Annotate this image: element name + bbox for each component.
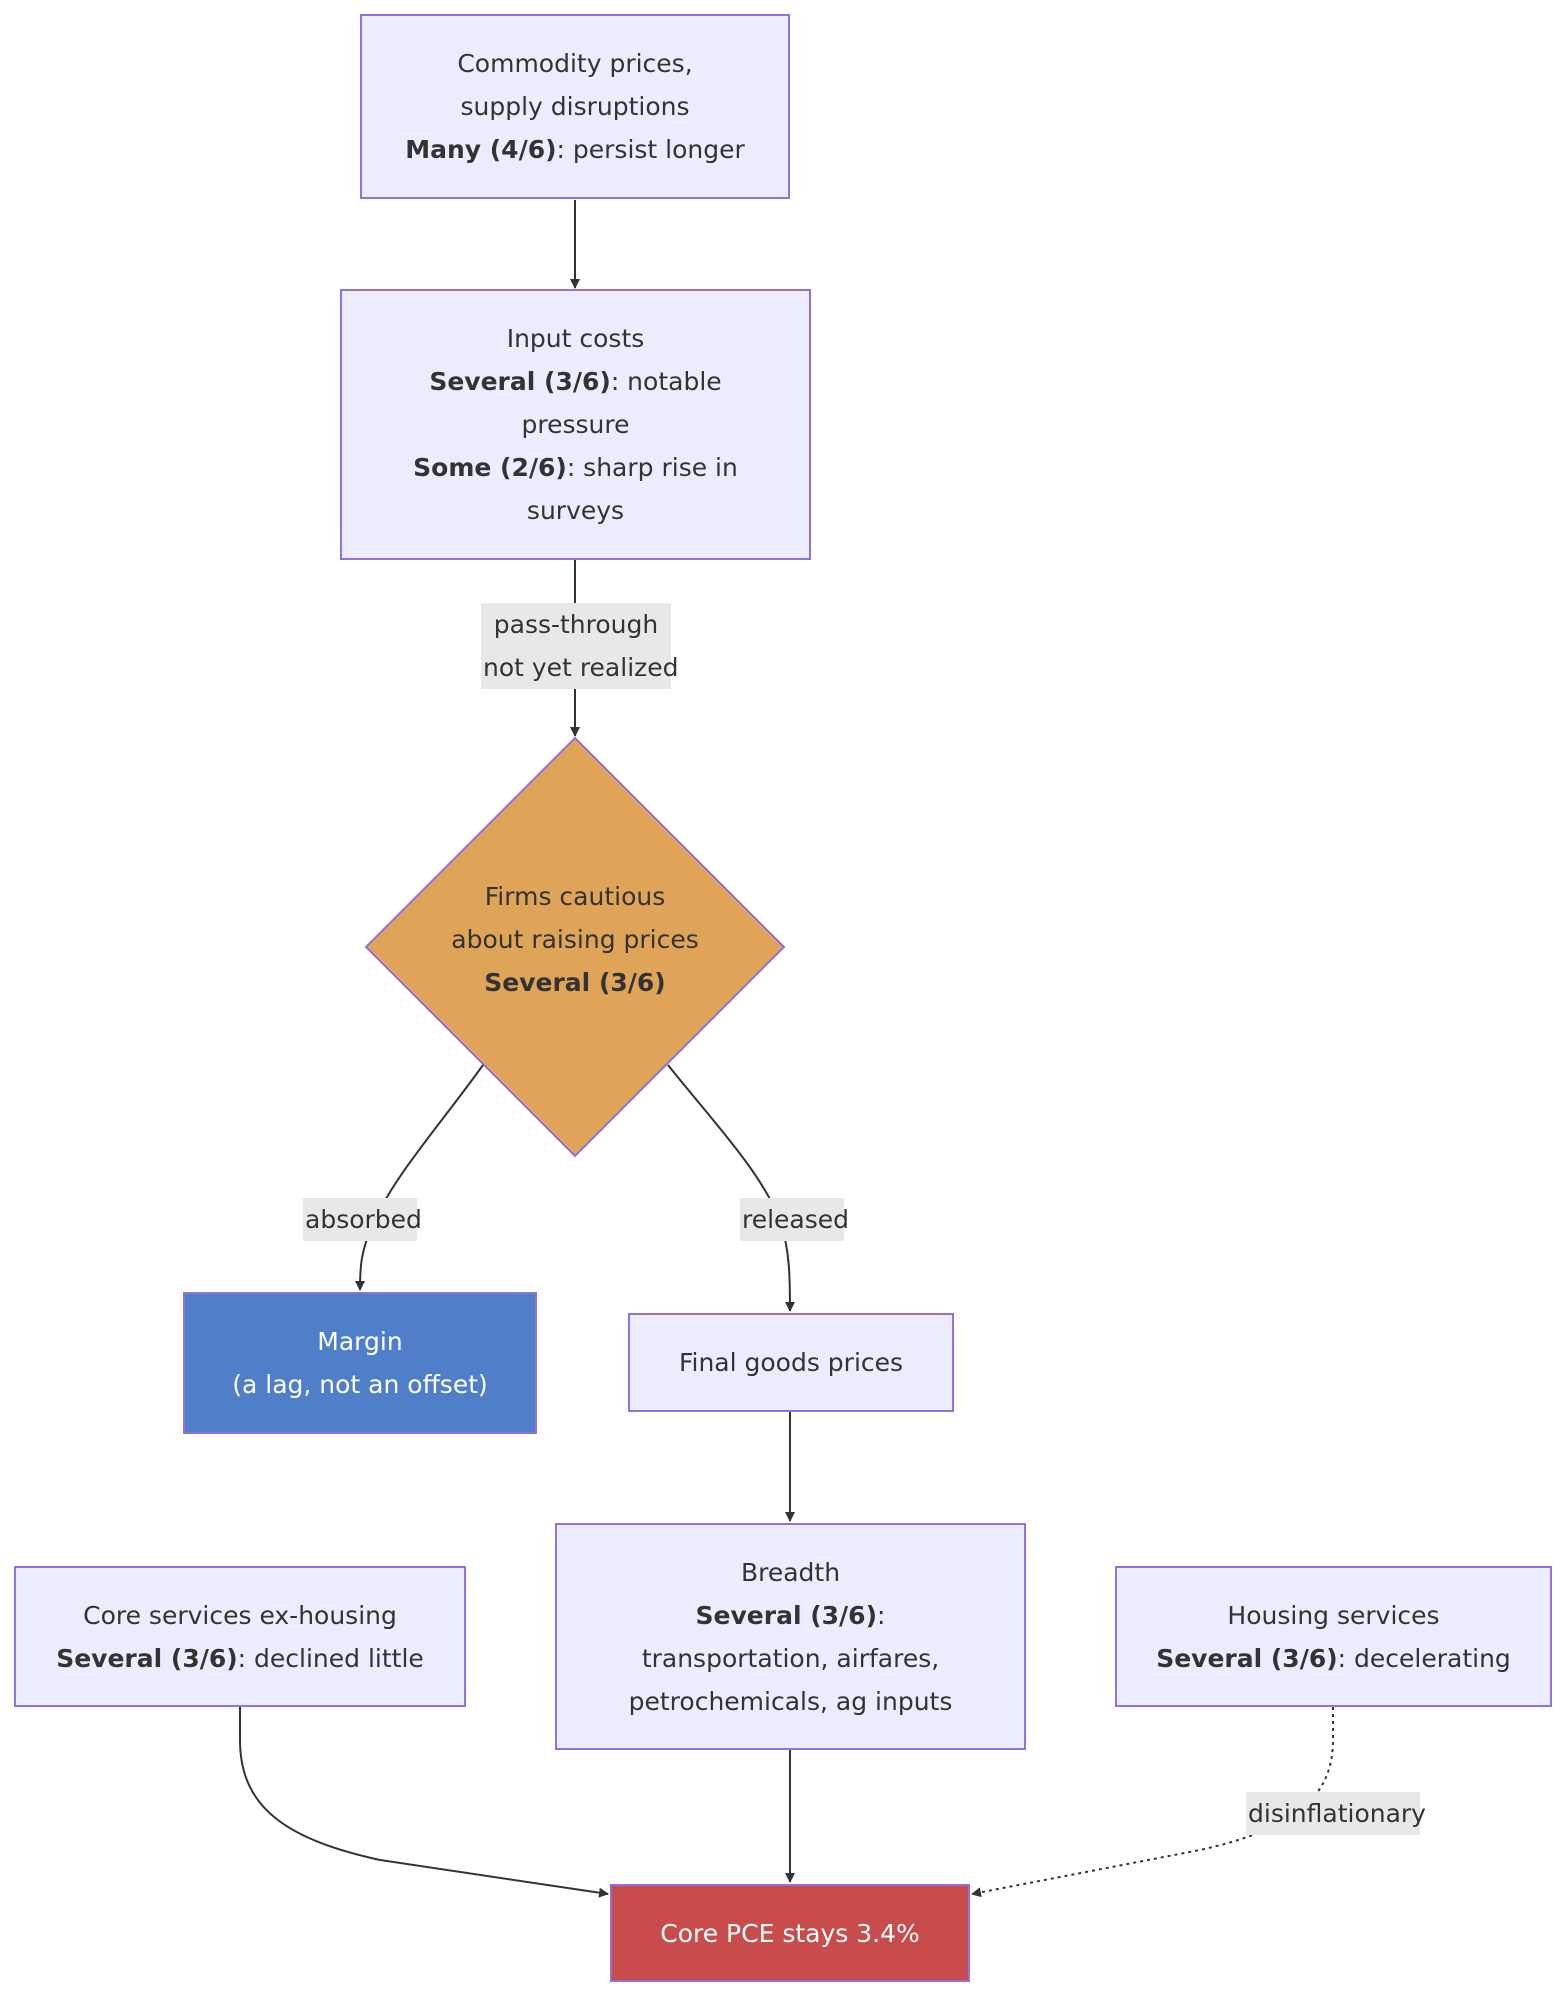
- housing-bold: Several (3/6): [1156, 1643, 1338, 1673]
- absorbed-text: absorbed: [305, 1205, 422, 1234]
- margin-line2: (a lag, not an offset): [232, 1370, 488, 1399]
- decision-diamond: [364, 736, 786, 1158]
- node-commodity-prices: Commodity prices, supply disruptions Man…: [360, 14, 790, 199]
- node-breadth: Breadth Several (3/6): transportation, a…: [555, 1523, 1026, 1750]
- final-goods-line1: Final goods prices: [678, 1348, 904, 1377]
- firms-line2: about raising prices: [451, 925, 699, 954]
- input-line4: Some (2/6): sharp rise in: [413, 446, 738, 489]
- node-final-goods-prices: Final goods prices: [628, 1313, 954, 1412]
- input-line5: surveys: [526, 496, 625, 525]
- edge-core-services-to-core-pce: [239, 1707, 609, 1898]
- breadth-line4: petrochemicals, ag inputs: [628, 1686, 953, 1716]
- input-line3: pressure: [521, 410, 630, 439]
- pass-through-line2: not yet realized: [483, 653, 679, 682]
- input-bold-1: Several (3/6): [429, 367, 611, 396]
- edge-firms-to-margin: [355, 1064, 484, 1291]
- core-services-bold: Several (3/6): [56, 1643, 238, 1673]
- edge-label-absorbed: absorbed: [303, 1198, 422, 1241]
- node-input-costs: Input costs Several (3/6): notable press…: [340, 289, 811, 560]
- commodity-line2: supply disruptions: [460, 92, 690, 121]
- edge-firms-to-final-goods: [667, 1064, 795, 1312]
- disinflationary-text: disinflationary: [1248, 1799, 1426, 1828]
- breadth-line2: Several (3/6):: [696, 1594, 886, 1637]
- breadth-line1: Breadth: [740, 1557, 841, 1587]
- input-bold-2: Some (2/6): [413, 453, 567, 482]
- housing-line2: Several (3/6): decelerating: [1156, 1637, 1511, 1680]
- edge-label-pass-through: pass-through not yet realized: [481, 603, 679, 689]
- core-pce-line1: Core PCE stays 3.4%: [660, 1918, 920, 1948]
- housing-line1: Housing services: [1227, 1600, 1440, 1630]
- housing-rest: : decelerating: [1337, 1643, 1511, 1673]
- core-services-line1: Core services ex-housing: [83, 1600, 397, 1630]
- commodity-line1: Commodity prices,: [457, 49, 693, 78]
- firms-line1: Firms cautious: [484, 882, 666, 911]
- node-core-pce: Core PCE stays 3.4%: [610, 1884, 970, 1982]
- commodity-line3: Many (4/6): persist longer: [405, 128, 745, 171]
- pass-through-line1: pass-through: [493, 610, 659, 639]
- breadth-bold: Several (3/6): [695, 1600, 878, 1630]
- commodity-bold: Many (4/6): [405, 135, 557, 164]
- edge-label-disinflationary: disinflationary: [1246, 1792, 1426, 1835]
- edge-label-released: released: [740, 1198, 849, 1241]
- input-rest-2: : sharp rise in: [566, 453, 738, 482]
- input-line2: Several (3/6): notable: [429, 360, 721, 403]
- node-margin: Margin (a lag, not an offset): [183, 1292, 537, 1434]
- input-rest-1: : notable: [610, 367, 722, 396]
- node-housing-services: Housing services Several (3/6): decelera…: [1115, 1566, 1552, 1707]
- released-text: released: [742, 1205, 850, 1234]
- breadth-rest: :: [877, 1600, 886, 1630]
- input-line1: Input costs: [506, 324, 645, 353]
- node-core-services-ex-housing: Core services ex-housing Several (3/6): …: [14, 1566, 466, 1707]
- commodity-rest: : persist longer: [556, 135, 745, 164]
- firms-line3: Several (3/6): [400, 961, 750, 1004]
- breadth-line3: transportation, airfares,: [641, 1643, 940, 1673]
- margin-line1: Margin: [317, 1327, 403, 1356]
- firms-bold: Several (3/6): [484, 968, 666, 997]
- core-services-line2: Several (3/6): declined little: [56, 1637, 424, 1680]
- node-firms-cautious: Firms cautious about raising prices Seve…: [400, 875, 750, 1004]
- core-services-rest: : declined little: [237, 1643, 424, 1673]
